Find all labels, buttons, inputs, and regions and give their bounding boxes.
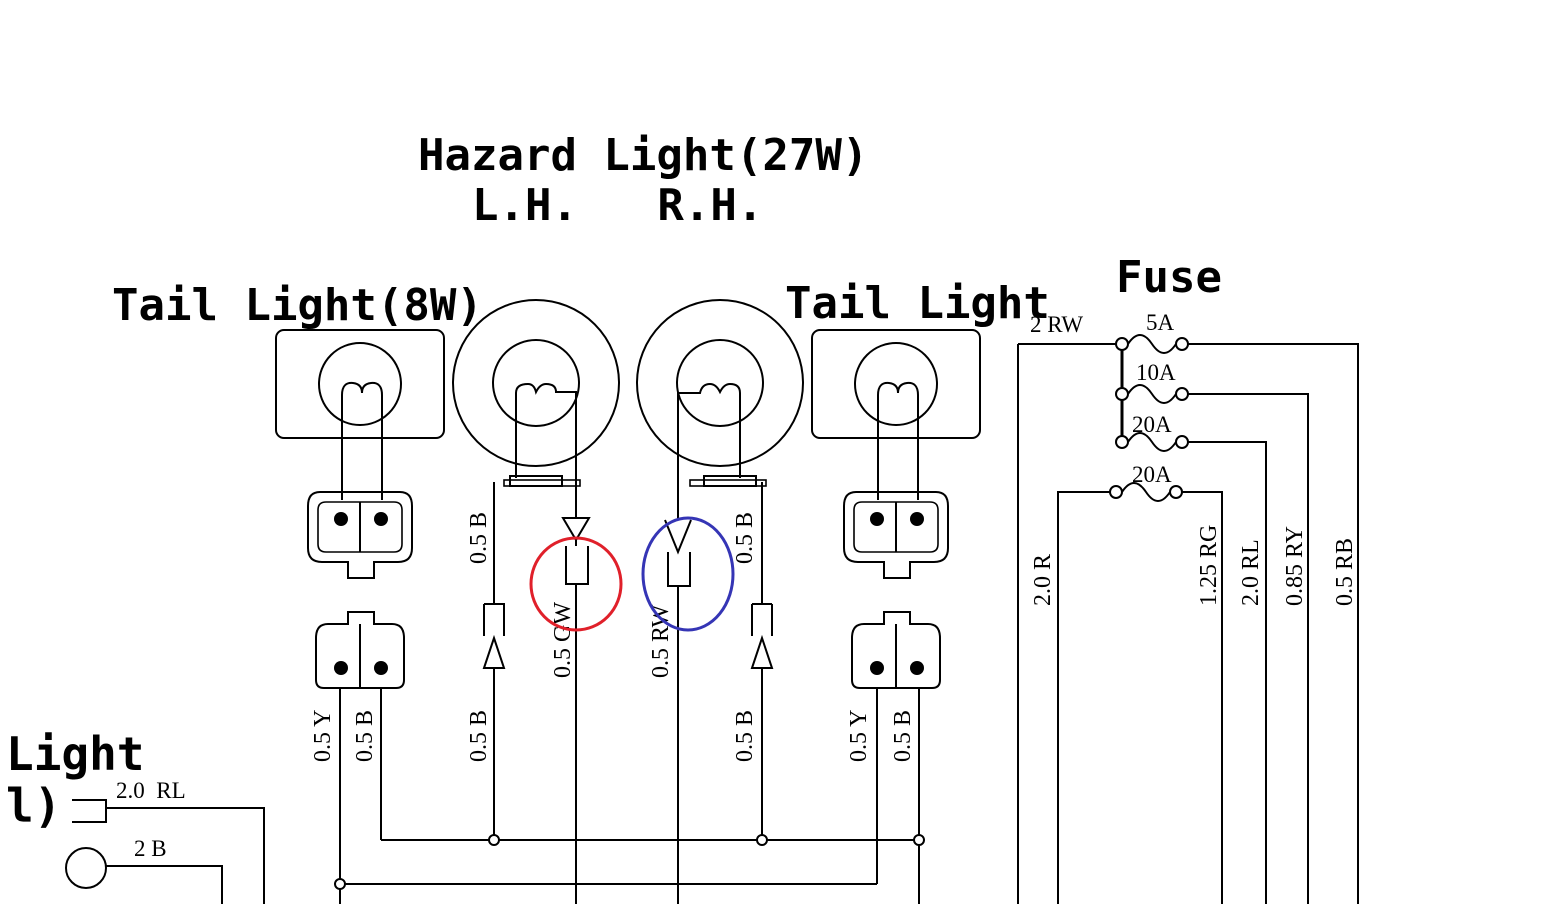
wire-label: 0.5 Y [310,710,336,762]
bottom-left-lamp: 2.0 RL 2 B [65,778,265,904]
junction-node [334,878,346,890]
wire-label: 2.0 RL [116,778,186,803]
svg-text:10A: 10A [1136,360,1176,385]
right-tail-light [811,329,981,500]
hazard-light-title: Hazard Light(27W) [418,130,868,181]
wire-label: 0.5 B [466,710,492,762]
red-circle-highlight [529,536,623,632]
fuse-box: 2 RW 5A 10A 20A 20A [1017,310,1359,904]
wire-label: 0.5 B [352,710,378,762]
wire-label: 2 RW [1030,312,1083,337]
light-partial-label: Light [6,727,144,781]
left-hazard-light [452,299,620,904]
wire-label: 0.5 GW [550,602,576,678]
wire-label: 1.25 RG [1196,525,1222,606]
wire-label: 0.5 B [466,512,492,564]
light-partial-label-2: l) [6,779,61,833]
right-hazard-light [636,299,804,904]
right-tail-connector-lower [851,611,941,904]
svg-text:20A: 20A [1132,462,1172,487]
wire-label: 2.0 R [1030,554,1056,606]
svg-text:5A: 5A [1146,310,1175,335]
junction-node [488,834,500,846]
junction-node [913,834,925,846]
wire-label: 2 B [134,836,167,861]
fuse-5a: 5A [1115,310,1359,904]
wire-label: 0.5 RW [648,604,674,678]
wire-label: 0.5 RB [1332,538,1358,606]
wire-label: 0.85 RY [1282,526,1308,606]
ground-bus [334,834,925,890]
wire-label: 0.5 B [890,710,916,762]
left-tail-connector-upper [307,491,413,579]
hazard-light-sides: L.H. R.H. [472,180,763,231]
fuse-20a-upper: 20A [1115,412,1267,904]
fuse-10a: 10A [1115,360,1309,904]
left-tail-connector-lower [315,611,405,904]
fuse-title: Fuse [1116,252,1222,303]
left-tail-light [275,329,445,500]
wire-label: 0.5 B [732,710,758,762]
tail-light-right-title: Tail Light [785,278,1050,329]
wire-label: 0.5 B [732,512,758,564]
blue-circle-highlight [641,516,735,632]
tail-light-left-title: Tail Light(8W) [112,280,483,331]
junction-node [756,834,768,846]
wire-label: 2.0 RL [1238,539,1264,606]
wire-label: 0.5 Y [846,710,872,762]
right-tail-connector-upper [843,491,949,579]
fuse-20a-lower: 20A [1057,462,1223,904]
